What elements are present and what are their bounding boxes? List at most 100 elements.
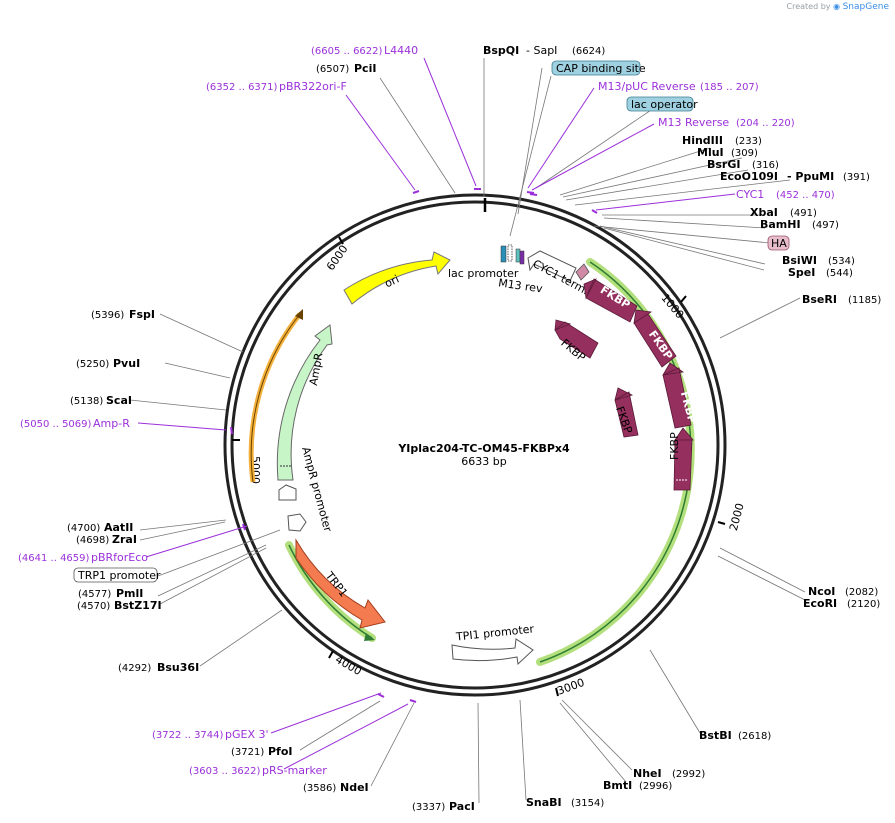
- site-snabi-name: SnaBI: [526, 796, 562, 809]
- trp1-promoter-box-label: TRP1 promoter: [77, 569, 161, 582]
- ori-feature[interactable]: [343, 251, 451, 305]
- trp1-region-arrowhead: [364, 633, 375, 641]
- tpi1-promoter-feature[interactable]: [451, 638, 534, 666]
- tick-mark-2000: [717, 521, 726, 525]
- boxed-labels: CAP binding site lac operator HA TRP1 pr…: [73, 60, 790, 583]
- site-ecori-pos: (2120): [847, 599, 880, 610]
- site-bmti-pos: (2996): [639, 781, 672, 792]
- fkbp-arrow-1[interactable]: [583, 278, 638, 323]
- primer-m13rev-pos: (204 .. 220): [736, 118, 795, 129]
- site-xbai-name: XbaI: [750, 206, 778, 219]
- site-nhei-name: NheI: [633, 767, 662, 780]
- primer-pbrfor-pos: (4641 .. 4659): [18, 553, 90, 564]
- trp1-promoter-box[interactable]: [73, 567, 158, 583]
- site-scai-pos: (5138): [70, 396, 103, 407]
- site-pmli-pos: (4577): [78, 589, 111, 600]
- site-ncoi-name: NcoI: [808, 585, 835, 598]
- lac-operator-feature[interactable]: [500, 245, 507, 263]
- lac-promoter-feature[interactable]: [507, 244, 513, 262]
- site-spei-pos: (544): [826, 268, 853, 279]
- snapgene-logo-icon: ◉: [833, 2, 841, 11]
- site-pfoi-name: PfoI: [268, 745, 293, 758]
- ha-box[interactable]: [767, 235, 790, 251]
- site-aatii-name: AatII: [104, 521, 133, 534]
- ha-box-label: HA: [771, 237, 787, 250]
- ampr-promoter-feature[interactable]: [278, 484, 297, 501]
- site-bstbi-pos: (2618): [738, 731, 771, 742]
- site-bamhi-pos: (497): [812, 220, 839, 231]
- fkbp-inner-arrow-1[interactable]: [554, 319, 599, 359]
- site-spei-name: SpeI: [788, 266, 815, 279]
- fkbp-arrow-2[interactable]: [633, 309, 677, 368]
- site-labels: BspQI - SapI (6624) (6507) PciI HindIII …: [67, 44, 881, 813]
- primer-pbrfor-name: pBRforEco: [91, 551, 148, 564]
- site-pvui-name: PvuI: [113, 357, 140, 370]
- cap-box-label: CAP binding site: [556, 62, 646, 75]
- site-bseri-name: BseRI: [802, 293, 837, 306]
- cap-site-feature[interactable]: [515, 248, 521, 263]
- site-ndei-pos: (3586): [303, 783, 336, 794]
- site-bsrgi-name: BsrGI: [707, 158, 740, 171]
- fkbp-outer-arrows: FKBP FKBP FKBP FKBP: [583, 278, 699, 491]
- primer-ampr-pos: (5050 .. 5069): [20, 419, 92, 430]
- tick-label-4000: 4000: [333, 653, 364, 678]
- site-bstz17i-pos: (4570): [77, 601, 110, 612]
- trp1-feature[interactable]: [295, 538, 386, 629]
- fkbp-label-4: FKBP: [668, 432, 681, 460]
- tick-mark-1000: [680, 295, 687, 303]
- tpi1-promoter-label: TPI1 promoter: [454, 622, 535, 643]
- m13-rev-label: M13 rev: [497, 276, 543, 295]
- lac-operator-box[interactable]: [626, 96, 694, 112]
- site-bsrgi-pos: (316): [752, 160, 779, 171]
- site-zrai-pos: (4698): [76, 535, 109, 546]
- site-mlui-pos: (309): [731, 148, 758, 159]
- tick-label-6000: 6000: [324, 243, 351, 273]
- site-bsu36i-pos: (4292): [118, 663, 151, 674]
- site-eco-name: EcoO109I: [720, 170, 778, 183]
- site-aatii-pos: (4700): [67, 523, 100, 534]
- site-zrai-name: ZraI: [112, 533, 137, 546]
- fkbp-arrow-4[interactable]: [673, 427, 694, 491]
- fkbp-inner-arrows: FKBP FKBP: [554, 319, 639, 438]
- cyc1-terminator-feature[interactable]: [527, 250, 577, 282]
- credit-brand: SnapGene: [842, 2, 889, 12]
- primer-marks: [230, 188, 598, 703]
- ampr-feature[interactable]: [276, 324, 333, 481]
- site-bamhi-name: BamHI: [760, 218, 801, 231]
- plasmid-name: YIplac204-TC-OM45-FKBPx4: [397, 442, 570, 455]
- primer-pgex-pos: (3722 .. 3744): [152, 730, 224, 741]
- site-bsiwi-pos: (534): [828, 256, 855, 267]
- site-hindiii-name: HindIII: [682, 134, 723, 147]
- site-pmli-name: PmlI: [116, 587, 143, 600]
- site-bsu36i-name: Bsu36I: [157, 661, 199, 674]
- primer-l4440-name: L4440: [384, 44, 418, 57]
- tick-mark-4000: [328, 650, 334, 659]
- plasmid-size: 6633 bp: [461, 455, 506, 468]
- lac-operator-box-label: lac operator: [631, 98, 698, 111]
- site-ecori-name: EcoRI: [803, 597, 837, 610]
- site-paci-pos: (3337): [412, 802, 445, 813]
- tick-mark-3000: [555, 687, 559, 697]
- site-pcii-pos: (6507): [316, 64, 349, 75]
- plasmid-backbone: [223, 193, 727, 697]
- fkbp-arrow-3[interactable]: [662, 362, 692, 429]
- site-fspi-name: FspI: [129, 308, 155, 321]
- site-mlui-name: MluI: [697, 146, 724, 159]
- primer-pbr322-name: pBR322ori-F: [279, 80, 347, 93]
- ampr-label: AmpR: [307, 352, 326, 387]
- site-bspqi-pos: (6624): [572, 46, 605, 57]
- primer-cyc1-name: CYC1: [736, 188, 764, 201]
- primer-prs-pos: (3603 .. 3622): [189, 766, 261, 777]
- fkbp-inner-arrow-2[interactable]: [614, 387, 639, 438]
- site-paci-name: PacI: [449, 800, 475, 813]
- site-ndei-name: NdeI: [340, 781, 369, 794]
- trp1-region-line: [288, 544, 373, 639]
- ha-feature[interactable]: [575, 263, 590, 281]
- tick-mark-6000: [338, 236, 344, 245]
- cap-box[interactable]: [551, 60, 641, 76]
- site-bseri-pos: (1185): [848, 295, 881, 306]
- site-snabi-pos: (3154): [571, 798, 604, 809]
- m13-rev-feature[interactable]: [519, 250, 525, 265]
- trp1-promoter-feature[interactable]: [287, 513, 307, 532]
- site-eco-sep: - PpuMI: [787, 170, 834, 183]
